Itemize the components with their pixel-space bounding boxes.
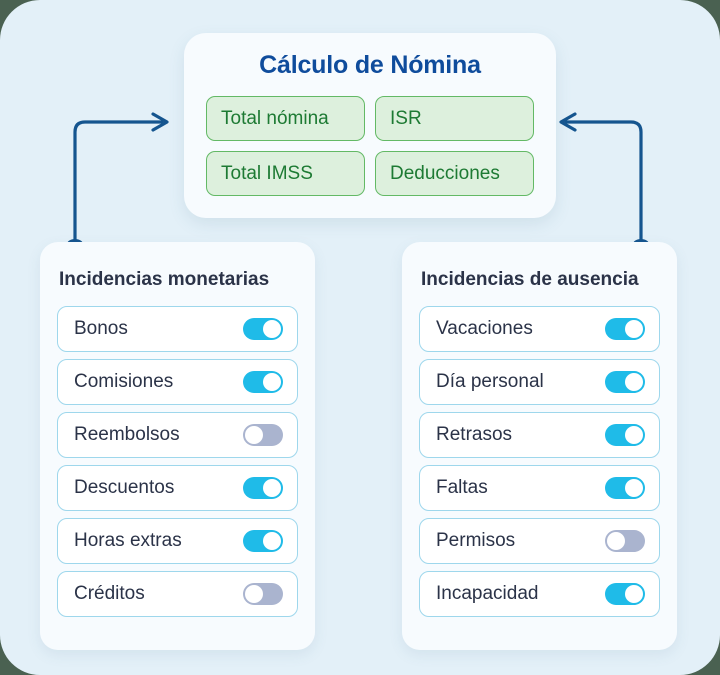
toggle-switch[interactable]: [243, 371, 283, 393]
toggle-knob: [263, 479, 281, 497]
pill-label: Total IMSS: [221, 162, 313, 184]
list-item[interactable]: Reembolsos: [57, 412, 298, 458]
toggle-knob: [245, 426, 263, 444]
row-label: Comisiones: [74, 371, 174, 392]
right-connector: [559, 112, 649, 249]
toggle-list: Bonos Comisiones Reembolsos Descuentos H…: [40, 291, 315, 617]
panel-incidencias-monetarias: Incidencias monetarias Bonos Comisiones …: [40, 242, 315, 650]
toggle-switch[interactable]: [605, 477, 645, 499]
payroll-calculation-card: Cálculo de Nómina Total nómina ISR Total…: [184, 33, 556, 218]
pill-total-imss[interactable]: Total IMSS: [206, 151, 365, 196]
list-item[interactable]: Bonos: [57, 306, 298, 352]
toggle-knob: [263, 532, 281, 550]
toggle-knob: [263, 373, 281, 391]
toggle-knob: [625, 426, 643, 444]
list-item[interactable]: Retrasos: [419, 412, 660, 458]
row-label: Permisos: [436, 530, 516, 551]
toggle-knob: [245, 585, 263, 603]
toggle-switch[interactable]: [605, 318, 645, 340]
list-item[interactable]: Incapacidad: [419, 571, 660, 617]
row-label: Vacaciones: [436, 318, 533, 339]
toggle-switch[interactable]: [605, 583, 645, 605]
page-title: Cálculo de Nómina: [259, 51, 481, 79]
panel-title: Incidencias monetarias: [59, 269, 270, 290]
toggle-list: Vacaciones Día personal Retrasos Faltas …: [402, 291, 677, 617]
list-item[interactable]: Vacaciones: [419, 306, 660, 352]
toggle-switch[interactable]: [605, 424, 645, 446]
pill-label: Total nómina: [221, 107, 329, 129]
toggle-switch[interactable]: [243, 530, 283, 552]
row-label: Horas extras: [74, 530, 182, 551]
pill-deducciones[interactable]: Deducciones: [375, 151, 534, 196]
toggle-switch[interactable]: [243, 583, 283, 605]
list-item[interactable]: Horas extras: [57, 518, 298, 564]
row-label: Faltas: [436, 477, 488, 498]
toggle-switch[interactable]: [243, 424, 283, 446]
list-item[interactable]: Permisos: [419, 518, 660, 564]
panel-incidencias-de-ausencia: Incidencias de ausencia Vacaciones Día p…: [402, 242, 677, 650]
left-connector: [67, 112, 169, 249]
pill-grid: Total nómina ISR Total IMSS Deducciones: [184, 80, 556, 196]
row-label: Descuentos: [74, 477, 175, 498]
panel-title: Incidencias de ausencia: [421, 269, 639, 290]
list-item[interactable]: Descuentos: [57, 465, 298, 511]
toggle-knob: [263, 320, 281, 338]
toggle-switch[interactable]: [605, 530, 645, 552]
toggle-knob: [607, 532, 625, 550]
list-item[interactable]: Día personal: [419, 359, 660, 405]
row-label: Incapacidad: [436, 583, 539, 604]
toggle-knob: [625, 479, 643, 497]
toggle-switch[interactable]: [243, 318, 283, 340]
pill-label: ISR: [390, 107, 422, 129]
row-label: Día personal: [436, 371, 544, 392]
row-label: Bonos: [74, 318, 128, 339]
pill-total-nomina[interactable]: Total nómina: [206, 96, 365, 141]
row-label: Créditos: [74, 583, 145, 604]
list-item[interactable]: Faltas: [419, 465, 660, 511]
toggle-knob: [625, 585, 643, 603]
toggle-knob: [625, 320, 643, 338]
pill-label: Deducciones: [390, 162, 500, 184]
toggle-switch[interactable]: [605, 371, 645, 393]
row-label: Reembolsos: [74, 424, 180, 445]
row-label: Retrasos: [436, 424, 513, 445]
pill-isr[interactable]: ISR: [375, 96, 534, 141]
list-item[interactable]: Créditos: [57, 571, 298, 617]
toggle-knob: [625, 373, 643, 391]
toggle-switch[interactable]: [243, 477, 283, 499]
list-item[interactable]: Comisiones: [57, 359, 298, 405]
